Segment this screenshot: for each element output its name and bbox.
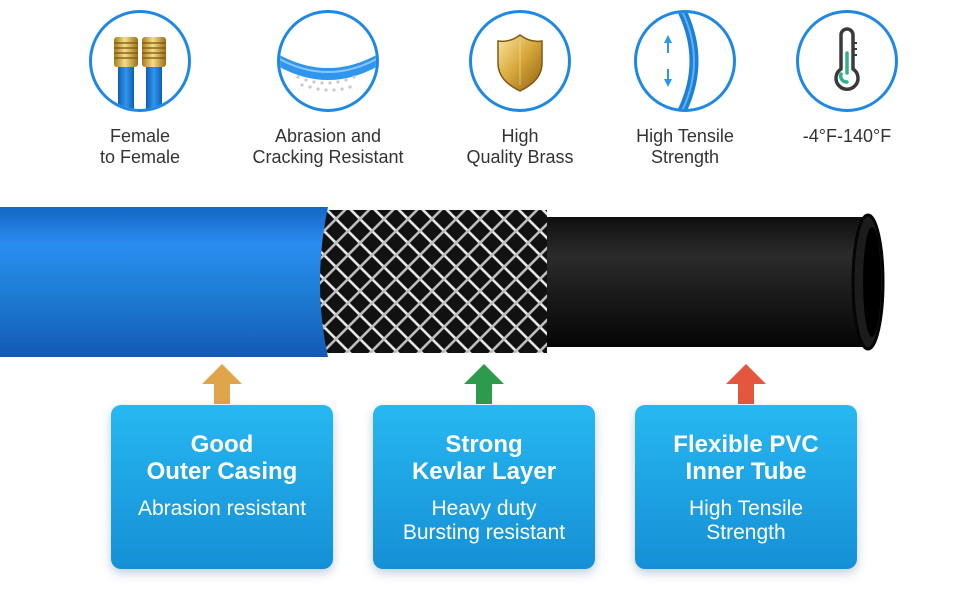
feature-label: High Quality Brass — [430, 126, 610, 168]
card-description-line: Strength — [706, 521, 786, 544]
tensile-arrows-icon — [634, 10, 736, 112]
card-title-line: Outer Casing — [146, 458, 298, 485]
card-title-line: Good — [190, 431, 254, 458]
card-title-line: Strong — [445, 431, 523, 458]
feature-label-line: -4°F-140°F — [802, 126, 892, 146]
layer-card-inner-tube: Flexible PVC Inner Tube High Tensile Str… — [635, 405, 857, 569]
card-description-line: Bursting resistant — [402, 521, 566, 544]
card-title: Strong Kevlar Layer — [373, 431, 595, 485]
card-description-line: High Tensile — [688, 497, 803, 520]
card-description: Heavy duty Bursting resistant — [373, 497, 595, 545]
feature-label-line: High Tensile — [636, 126, 734, 146]
hose-surface-icon — [277, 10, 379, 112]
card-description: High Tensile Strength — [635, 497, 857, 545]
feature-label: -4°F-140°F — [757, 126, 937, 147]
card-title: Flexible PVC Inner Tube — [635, 431, 857, 485]
feature-high-quality-brass: High Quality Brass — [430, 10, 610, 168]
feature-label-line: High — [501, 126, 539, 146]
feature-label-line: Strength — [650, 147, 720, 167]
card-title: Good Outer Casing — [111, 431, 333, 485]
card-description-line: Abrasion resistant — [137, 497, 307, 520]
feature-label-line: to Female — [99, 147, 181, 167]
up-arrow-shape — [726, 364, 766, 404]
card-title-line: Kevlar Layer — [411, 458, 557, 485]
feature-label-line: Cracking Resistant — [252, 147, 404, 167]
feature-label-line: Female — [109, 126, 171, 146]
card-description-line: Heavy duty — [431, 497, 537, 520]
feature-abrasion-cracking-resistant: Abrasion and Cracking Resistant — [238, 10, 418, 168]
up-arrow-shape — [464, 364, 504, 404]
up-arrow-icon — [464, 364, 504, 404]
feature-label: Female to Female — [50, 126, 230, 168]
up-arrow-icon — [726, 364, 766, 404]
layer-card-outer-casing: Good Outer Casing Abrasion resistant — [111, 405, 333, 569]
feature-high-tensile-strength: High Tensile Strength — [595, 10, 775, 168]
card-title-line: Flexible PVC — [673, 431, 819, 458]
thermometer-icon — [796, 10, 898, 112]
feature-label-line: Abrasion and — [274, 126, 382, 146]
feature-label-line: Quality Brass — [466, 147, 574, 167]
up-arrow-icon — [202, 364, 242, 404]
outer-casing — [0, 207, 328, 357]
layer-card-kevlar-layer: Strong Kevlar Layer Heavy duty Bursting … — [373, 405, 595, 569]
feature-temperature-range: -4°F-140°F — [757, 10, 937, 147]
brass-connector-icon — [89, 10, 191, 112]
up-arrow-shape — [202, 364, 242, 404]
inner-tube-bore — [863, 227, 881, 337]
card-title-line: Inner Tube — [685, 458, 807, 485]
kevlar-braid-layer — [317, 210, 547, 353]
feature-female-to-female: Female to Female — [50, 10, 230, 168]
inner-tube — [520, 217, 870, 347]
card-description: Abrasion resistant — [111, 497, 333, 521]
brass-shield-icon — [469, 10, 571, 112]
feature-label: Abrasion and Cracking Resistant — [238, 126, 418, 168]
feature-label: High Tensile Strength — [595, 126, 775, 168]
hose-layers-illustration — [0, 207, 885, 357]
